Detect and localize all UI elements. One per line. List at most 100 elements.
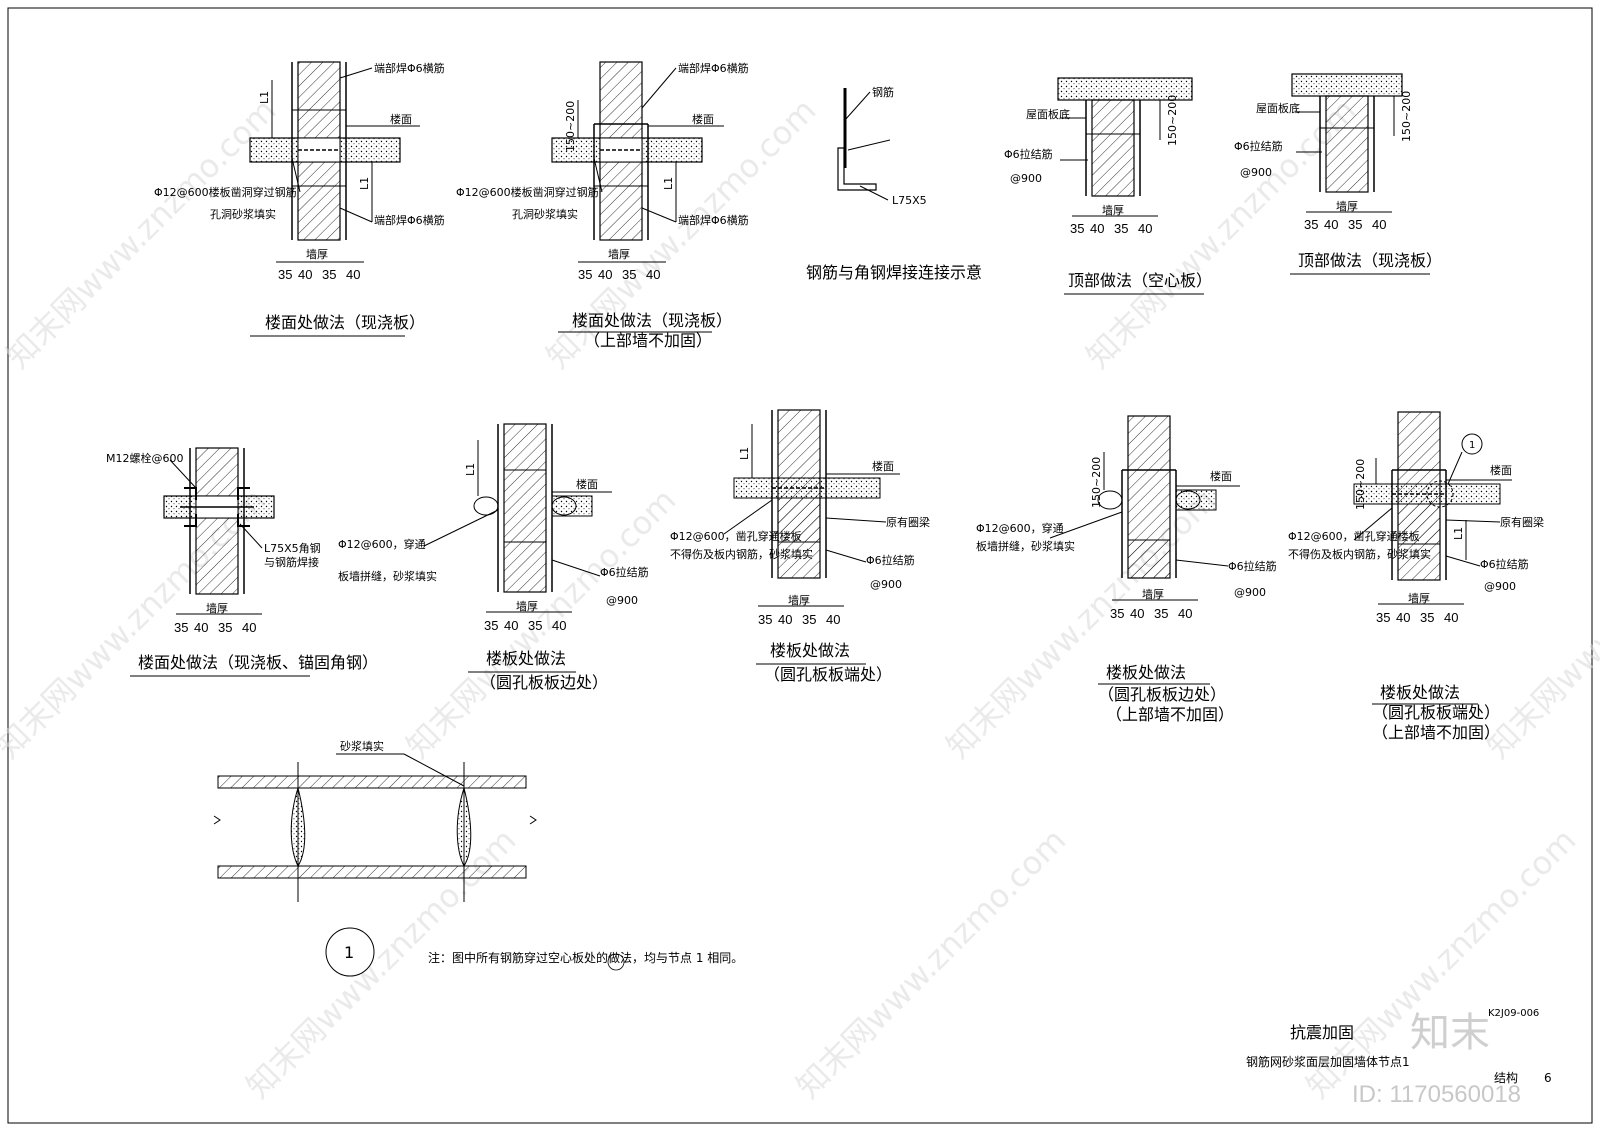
height-label: 150~200 [1090,457,1103,508]
label-roof: 屋面板底 [1256,101,1300,115]
dim-d: 40 [346,267,360,282]
dim-b: 40 [1130,606,1144,621]
dim-d: 40 [242,620,256,635]
dim-a: 35 [484,618,498,633]
dim-wall: 墙厚 [1408,591,1430,605]
dim-b: 40 [1324,217,1338,232]
label-top-rebar: 端部焊Φ6横筋 [374,61,445,75]
dim-c: 35 [1154,606,1168,621]
detail-title: 楼面处做法（现浇板、锚固角钢） [138,653,378,672]
watermark-id: ID: 1170560018 [1352,1081,1521,1108]
detail-7: L1 楼面 Φ12@600，穿通 板墙拼缝，砂浆填实 Φ6拉结筋 @900 墙厚… [338,423,649,692]
dim-d: 40 [646,267,660,282]
label-tie: Φ6拉结筋 [600,565,649,579]
dim-wall: 墙厚 [306,247,328,261]
dim-a: 35 [578,267,592,282]
label-grout: 板墙拼缝，砂浆填实 [338,569,437,583]
l1-label: L1 [738,447,751,460]
label-floor: 楼面 [1210,469,1232,483]
label-tie: Φ6拉结筋 [866,553,915,567]
label-spacing: @900 [1010,172,1042,185]
dim-a: 35 [1376,610,1390,625]
detail-subtitle: （圆孔板板端处） [1372,703,1500,722]
label-angle: L75X5 [892,194,927,207]
label-bottom-rebar: 端部焊Φ6横筋 [678,213,749,227]
label-rebar-left: Φ12@600楼板凿洞穿过钢筋 [456,185,599,199]
label-grout-left: 孔洞砂浆填实 [512,207,578,221]
watermark-text: 知末网www.znzmo.com [0,91,283,376]
height-label: 150~200 [1354,459,1367,510]
project-name: 抗震加固 [1290,1023,1354,1042]
detail-subtitle-2: （上部墙不加固） [1372,723,1500,742]
detail-title: 楼板处做法 [486,649,566,668]
label-spacing: @900 [1234,586,1266,599]
drawing-number: K2J09-006 [1488,1008,1539,1019]
label-rebar: Φ12@600，穿通 [976,521,1064,535]
height-label: 150~200 [1166,95,1179,146]
label-grout: 不得伤及板内钢筋，砂浆填实 [1288,547,1431,561]
dim-wall: 墙厚 [1102,203,1124,217]
label-tie: Φ6拉结筋 [1228,559,1277,573]
detail-title: 楼面处做法（现浇板） [265,313,425,332]
l1-label: L1 [258,91,271,104]
label-grout-left: 孔洞砂浆填实 [210,207,276,221]
general-note: 注：图中所有钢筋穿过空心板处的做法，均与节点 1 相同。 [428,950,743,965]
title-block: 抗震加固 钢筋网砂浆面层加固墙体节点1 K2J09-006 结构 6 [1246,1008,1552,1085]
dim-c: 35 [528,618,542,633]
dim-wall: 墙厚 [516,599,538,613]
node-1-section: 砂浆填实 1 [213,739,537,977]
dim-a: 35 [1110,606,1124,621]
label-tie: Φ6拉结筋 [1234,139,1283,153]
dim-c: 35 [1114,221,1128,236]
watermark-brand: 知末 [1410,1010,1490,1056]
detail-subtitle: （圆孔板板边处） [480,673,608,692]
label-rebar: Φ12@600，凿孔穿通楼板 [1288,529,1420,543]
sheet-number: 6 [1544,1071,1552,1085]
node-marker: 1 [344,943,354,962]
dim-d: 40 [1372,217,1386,232]
detail-title: 顶部做法（现浇板） [1298,251,1442,270]
label-spacing: @900 [1484,580,1516,593]
detail-8: L1 楼面 原有圈梁 Φ12@600，凿孔穿通楼板 不得伤及板内钢筋，砂浆填实 … [670,409,930,684]
label-floor: 楼面 [576,477,598,491]
sheet-border [7,7,1593,1124]
label-top-rebar: 端部焊Φ6横筋 [678,61,749,75]
sheet-label: 结构 [1494,1070,1518,1085]
detail-1: L1 L1 端部焊Φ6横筋 楼面 Φ12@600楼板凿洞穿过钢筋 孔洞砂浆填实 … [154,61,445,337]
height-label: 150~200 [1400,91,1413,142]
detail-title: 楼板处做法 [770,641,850,660]
detail-6: M12螺栓@600 L75X5角钢 与钢筋焊接 墙厚 35 40 35 40 楼… [106,447,378,677]
l1-label: L1 [358,177,371,190]
detail-subtitle-2: （上部墙不加固） [1106,705,1234,724]
l1-label: L1 [662,177,675,190]
detail-2: 150~200 L1 端部焊Φ6横筋 楼面 Φ12@600楼板凿洞穿过钢筋 孔洞… [456,61,749,350]
detail-subtitle: （圆孔板板端处） [764,665,892,684]
dim-a: 35 [174,620,188,635]
label-angle2: 与钢筋焊接 [264,555,319,569]
dim-c: 35 [802,612,816,627]
label-spacing: @900 [870,578,902,591]
detail-10: 1 150~200 楼面 原有圈梁 L1 Φ12@600，凿孔穿通楼板 不得伤及… [1288,411,1544,742]
detail-subtitle: （上部墙不加固） [584,331,712,350]
height-label: 150~200 [564,101,577,152]
label-bolt: M12螺栓@600 [106,451,183,465]
drawing-title: 钢筋网砂浆面层加固墙体节点1 [1246,1054,1410,1069]
l1-label: L1 [464,463,477,476]
label-tie: Φ6拉结筋 [1004,147,1053,161]
dim-d: 40 [826,612,840,627]
label-grout: 板墙拼缝，砂浆填实 [976,539,1075,553]
dim-a: 35 [758,612,772,627]
dim-a: 35 [278,267,292,282]
label-floor: 楼面 [1490,463,1512,477]
label-rebar: Φ12@600，凿孔穿通楼板 [670,529,802,543]
label-spacing: @900 [1240,166,1272,179]
dim-wall: 墙厚 [788,593,810,607]
dim-b: 40 [778,612,792,627]
label-rebar: 钢筋 [872,85,894,99]
label-floor: 楼面 [872,459,894,473]
dim-b: 40 [1090,221,1104,236]
detail-title: 楼面处做法（现浇板） [572,311,732,330]
dim-d: 40 [1178,606,1192,621]
label-floor: 楼面 [692,112,714,126]
detail-title: 钢筋与角钢焊接连接示意 [806,263,982,282]
